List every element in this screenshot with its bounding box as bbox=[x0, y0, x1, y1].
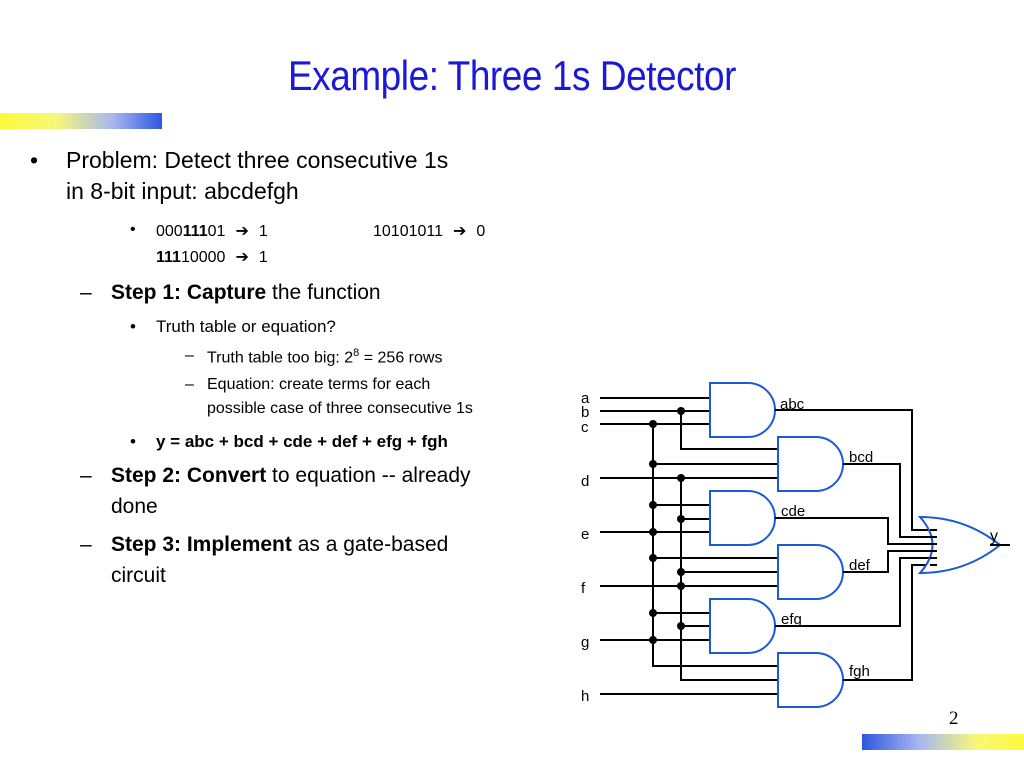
wire bbox=[775, 557, 935, 627]
bullet-marker: • bbox=[30, 147, 39, 173]
gate-output-label-fgh: fgh bbox=[849, 663, 870, 680]
gate-output-label-efg: efg bbox=[781, 611, 802, 628]
input-label-g: g bbox=[581, 634, 589, 651]
step-2-line-2: done bbox=[111, 495, 158, 518]
slide-title: Example: Three 1s Detector bbox=[287, 52, 737, 99]
and-gate-abc bbox=[709, 382, 776, 438]
and-gate-bcd bbox=[777, 436, 844, 492]
bullet-marker: • bbox=[130, 432, 136, 451]
wire bbox=[843, 564, 935, 681]
step-3-line-2: circuit bbox=[111, 564, 166, 587]
input-label-f: f bbox=[581, 580, 586, 597]
page-number: 2 bbox=[949, 708, 959, 729]
input-label-e: e bbox=[581, 526, 589, 543]
input-label-c: c bbox=[581, 419, 589, 436]
wire bbox=[680, 478, 710, 520]
wire-junction bbox=[649, 528, 657, 536]
output-label-y: y bbox=[990, 528, 998, 545]
wire bbox=[843, 550, 935, 573]
top-accent-bar bbox=[0, 113, 162, 129]
input-label-h: h bbox=[581, 688, 589, 705]
example-2: 10101011➔0 bbox=[373, 223, 486, 240]
input-label-b: b bbox=[581, 404, 589, 421]
arrow-icon: ➔ bbox=[235, 223, 249, 240]
dash-marker: – bbox=[80, 533, 92, 556]
step-2: Step 2: Convert to equation -- already bbox=[111, 464, 471, 487]
and-gate-fgh bbox=[777, 652, 844, 708]
dash-marker: – bbox=[185, 347, 194, 364]
dash-marker: – bbox=[80, 464, 92, 487]
gate-output-label-abc: abc bbox=[780, 396, 805, 413]
and-gate-cde bbox=[709, 490, 776, 546]
y-equation: y = abc + bcd + cde + def + efg + fgh bbox=[156, 432, 448, 451]
wire bbox=[843, 463, 935, 538]
or-gate bbox=[917, 515, 1002, 575]
input-label-d: d bbox=[581, 473, 589, 490]
step-3: Step 3: Implement as a gate-based bbox=[111, 533, 449, 556]
wire bbox=[680, 572, 710, 627]
dash-marker: – bbox=[185, 376, 194, 393]
step-1: Step 1: Capture the function bbox=[111, 281, 381, 304]
bullet-marker: • bbox=[130, 221, 136, 238]
wire-junction bbox=[677, 582, 685, 590]
wire-junction bbox=[649, 636, 657, 644]
and-gate-efg bbox=[709, 598, 776, 654]
dash-marker: – bbox=[80, 281, 92, 304]
problem-line-2: in 8-bit input: abcdefgh bbox=[66, 178, 299, 204]
example-1: 00011101➔1 bbox=[156, 223, 268, 240]
truth-table-question: Truth table or equation? bbox=[156, 317, 336, 336]
arrow-icon: ➔ bbox=[235, 249, 249, 266]
wire bbox=[652, 613, 778, 667]
problem-line-1: Problem: Detect three consecutive 1s bbox=[66, 147, 449, 173]
and-gate-def bbox=[777, 544, 844, 600]
truth-table-too-big: Truth table too big: 28 = 256 rows bbox=[207, 347, 443, 367]
wire bbox=[775, 409, 935, 531]
wire bbox=[775, 517, 935, 545]
bullet-marker: • bbox=[130, 317, 136, 336]
example-3: 11110000➔1 bbox=[156, 249, 268, 266]
wire bbox=[680, 626, 778, 681]
bottom-accent-bar bbox=[862, 734, 1024, 750]
equation-line-2: possible case of three consecutive 1s bbox=[207, 400, 473, 417]
gate-output-label-cde: cde bbox=[781, 503, 805, 520]
wire bbox=[680, 411, 778, 450]
gate-output-label-bcd: bcd bbox=[849, 449, 873, 466]
input-label-a: a bbox=[581, 390, 590, 407]
gate-output-label-def: def bbox=[849, 557, 871, 574]
equation-line-1: Equation: create terms for each bbox=[207, 376, 431, 393]
arrow-icon: ➔ bbox=[453, 223, 467, 240]
